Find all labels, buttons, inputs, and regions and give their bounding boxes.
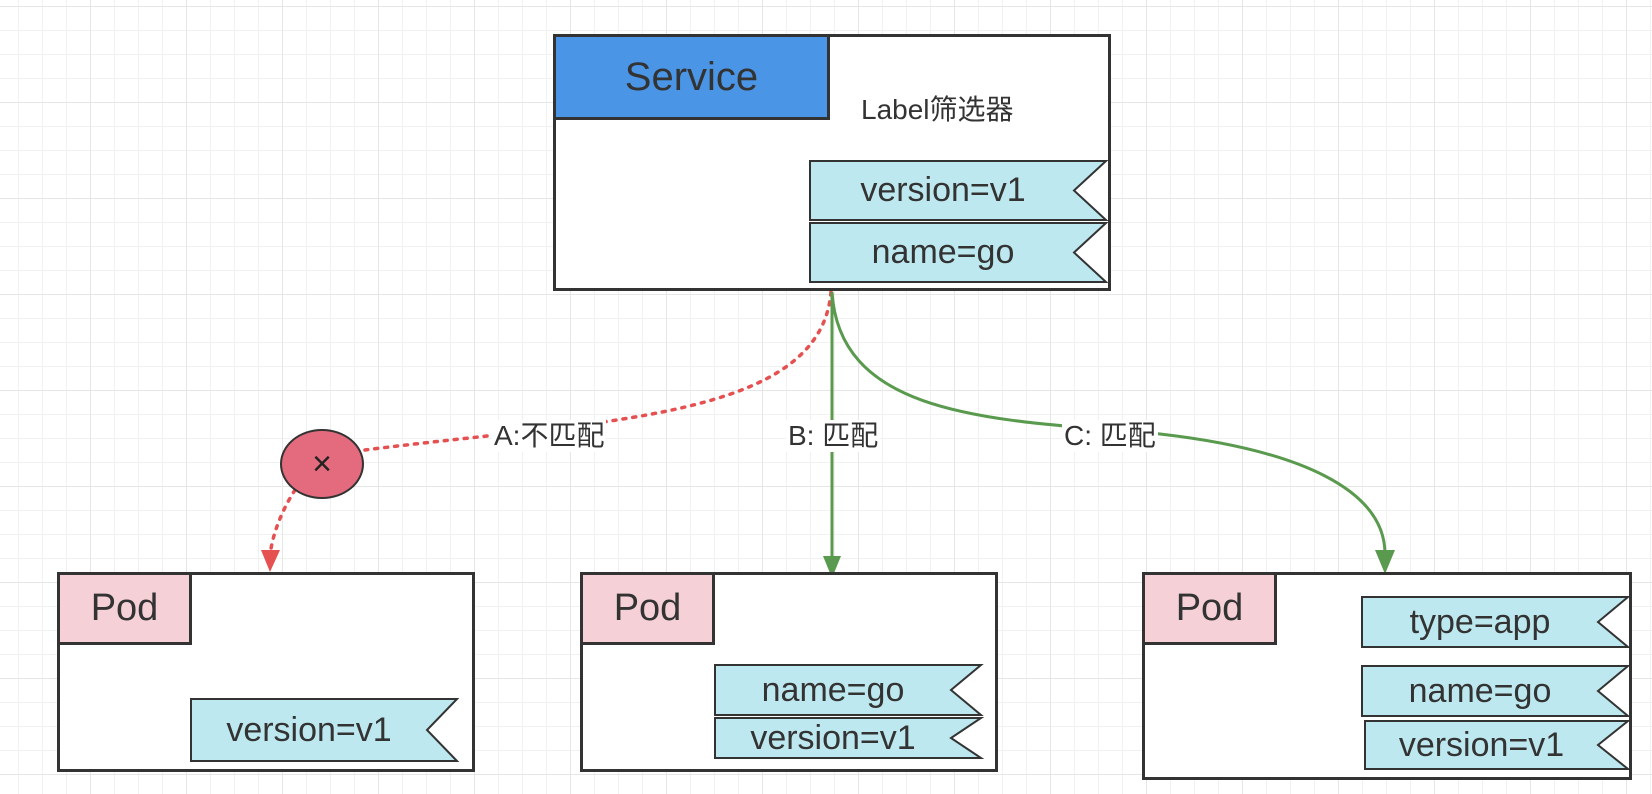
- pod-label-text: version=v1: [226, 710, 392, 749]
- service-label-text: version=v1: [860, 171, 1026, 209]
- edge-b-label: B: 匹配: [786, 420, 881, 452]
- pod-label-text: version=v1: [750, 718, 916, 757]
- pod-label-text: type=app: [1409, 602, 1551, 641]
- edge-b-arrowhead: [823, 556, 841, 578]
- pod-box-2: Pod name=go version=v1: [580, 572, 998, 772]
- service-label-text: name=go: [871, 233, 1015, 271]
- mismatch-symbol: ×: [312, 444, 332, 483]
- pod-title: Pod: [60, 575, 192, 645]
- pod-label-tag: version=v1: [714, 717, 985, 759]
- pod-label-text: version=v1: [1398, 725, 1565, 764]
- pod-title: Pod: [1145, 575, 1277, 645]
- pod-box-1: Pod version=v1: [57, 572, 475, 772]
- pod-label-tag: version=v1: [190, 698, 460, 762]
- edge-a-label: A:不匹配: [492, 420, 607, 452]
- edge-c-arrowhead: [1375, 550, 1395, 574]
- service-title: Service: [556, 37, 830, 120]
- edge-a-line-end: [268, 488, 297, 558]
- pod-label-tag: type=app: [1361, 596, 1631, 648]
- pod-label-text: name=go: [761, 670, 905, 709]
- edge-a-line: [363, 290, 833, 452]
- mismatch-x-icon: ×: [280, 429, 364, 499]
- pod-label-tag: name=go: [1361, 665, 1631, 717]
- pod-label-text: name=go: [1408, 671, 1552, 710]
- pod-label-tag: name=go: [714, 664, 984, 716]
- service-box: Service Label筛选器 version=v1 name=go: [553, 34, 1111, 291]
- pod-title: Pod: [583, 575, 715, 645]
- pod-box-3: Pod type=app name=go version=v1: [1142, 572, 1632, 780]
- edge-c-label: C: 匹配: [1062, 420, 1158, 452]
- edge-a-arrowhead: [261, 550, 280, 572]
- service-label-tag: name=go: [809, 222, 1109, 283]
- pod-label-tag: version=v1: [1364, 720, 1631, 770]
- service-label-tag: version=v1: [809, 160, 1109, 221]
- label-filter-title: Label筛选器: [861, 94, 1014, 125]
